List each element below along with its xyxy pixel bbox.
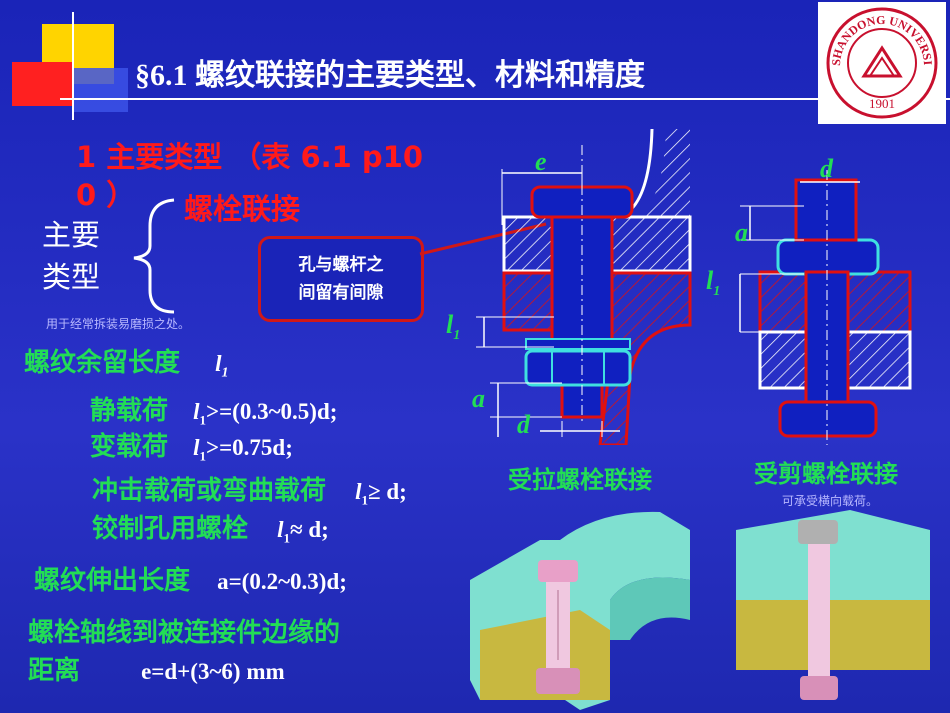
rule-static: 静载荷 l1>=(0.3~0.5)d; [90,396,338,428]
thread-remain-label: 螺纹余留长度 l1 [24,348,229,381]
shear-a-label: a [735,218,748,247]
deco-square-blue [72,68,128,112]
logo-year: 1901 [869,96,895,111]
shear-note: 可承受横向载荷。 [782,494,879,508]
tension-caption: 受拉螺栓联接 [508,466,652,494]
shear-bolt-diagram [739,170,912,445]
section-heading: 1 主要类型 （表 6.1 p10 [76,140,424,174]
rule-variable: 变载荷 l1>=0.75d; [90,432,293,464]
tension-a-label: a [472,384,485,413]
main-types-2: 类型 [42,260,101,294]
clearance-callout: 孔与螺杆之 间留有间隙 [258,236,424,322]
thread-extend: 螺纹伸出长度 a=(0.2~0.3)d; [34,566,347,596]
shear-caption: 受剪螺栓联接 [754,460,898,488]
tension-l1-label: l1 [446,310,461,344]
brace-icon [133,198,175,314]
tension-e-label: e [535,147,547,176]
main-types-1: 主要 [42,218,101,252]
university-logo: SHANDONG UNIVERSITY 1901 [814,0,946,124]
shear-l1-label: l1 [706,266,721,300]
tension-bolt-3d-illustration [470,511,690,710]
shear-d-label: d [820,154,833,183]
bolt-connection-label: 螺栓联接 [184,192,301,226]
axis-distance-1: 螺栓轴线到被连接件边缘的 [28,618,341,648]
title-underline [60,98,950,100]
usage-note: 用于经常拆装易磨损之处。 [46,317,191,331]
rule-reamed: 铰制孔用螺栓 l1≈ d; [92,514,329,546]
shear-bolt-3d-illustration [736,510,930,700]
deco-vline [72,12,74,120]
page-title: §6.1 螺纹联接的主要类型、材料和精度 [135,59,645,92]
section-heading-cont: 0 ） [76,178,136,212]
tension-bolt-diagram [476,128,692,445]
rule-impact: 冲击载荷或弯曲载荷 l1≥ d; [92,476,407,508]
axis-distance-2: 距离 e=d+(3~6) mm [28,656,285,686]
callout-line1: 孔与螺杆之 [298,255,384,275]
callout-line2: 间留有间隙 [298,283,384,303]
tension-d-label: d [517,410,530,439]
